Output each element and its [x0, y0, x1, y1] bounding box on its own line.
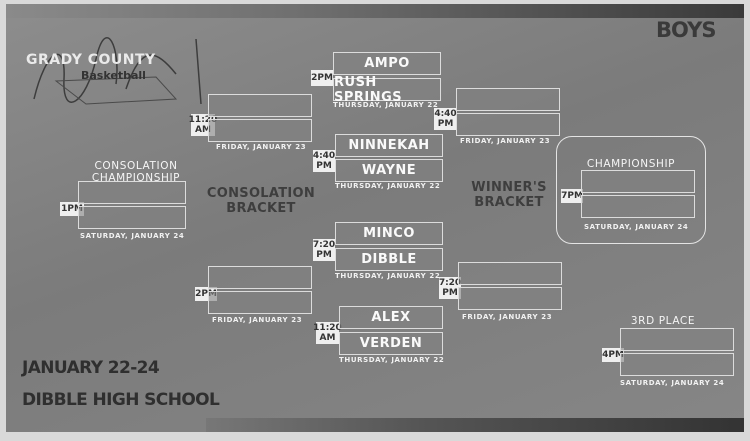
championship-slot-b	[581, 195, 695, 218]
logo: GRADY COUNTY Basketball	[26, 29, 226, 109]
winners-semi-top-slot-a	[456, 88, 560, 111]
consolation-semi-top-slot-b	[208, 119, 312, 142]
third-place-slot-b	[620, 353, 734, 376]
game4-date: THURSDAY, JANUARY 22	[339, 356, 445, 364]
game2-time: 4:40 PM	[312, 150, 336, 172]
consolation-final-date: SATURDAY, JANUARY 24	[80, 232, 185, 240]
event-venue: DIBBLE HIGH SCHOOL	[22, 390, 220, 410]
championship-date: SATURDAY, JANUARY 24	[584, 223, 689, 231]
third-place-slot-a	[620, 328, 734, 351]
winners-semi-top-date: FRIDAY, JANUARY 23	[460, 137, 551, 145]
team-rush-springs: RUSH SPRINGS	[333, 75, 441, 105]
team-ninnekah: NINNEKAH	[335, 134, 443, 157]
championship-label: CHAMPIONSHIP	[586, 158, 676, 170]
logo-line1: GRADY COUNTY	[26, 52, 156, 68]
top-stripe	[6, 4, 744, 18]
team-minco: MINCO	[335, 222, 443, 245]
game3-date: THURSDAY, JANUARY 22	[335, 272, 441, 280]
team-verden: VERDEN	[339, 332, 443, 355]
consolation-final-slot-a	[78, 181, 186, 204]
consolation-semi-bottom-slot-b	[208, 291, 312, 314]
consolation-bracket-title: CONSOLATION BRACKET	[206, 186, 316, 216]
team-wayne: WAYNE	[335, 159, 443, 182]
game4-time: 11:20 AM	[313, 322, 342, 344]
championship-frame	[556, 136, 706, 244]
team-alex: ALEX	[339, 306, 443, 329]
winners-semi-bottom-time: 7:20 PM	[438, 277, 462, 299]
team-dibble: DIBBLE	[335, 248, 443, 271]
consolation-semi-top-date: FRIDAY, JANUARY 23	[216, 143, 307, 151]
logo-line2: Basketball	[81, 69, 146, 82]
third-place-date: SATURDAY, JANUARY 24	[620, 379, 725, 387]
signature-scribble-icon	[33, 37, 202, 105]
championship-slot-a	[581, 170, 695, 193]
winners-semi-top-slot-b	[456, 113, 560, 136]
team-ampo: AMPO	[333, 52, 441, 75]
winners-semi-bottom-slot-b	[458, 287, 562, 310]
game1-time: 2PM	[311, 70, 333, 86]
consolation-semi-bottom-slot-a	[208, 266, 312, 289]
consolation-final-slot-b	[78, 206, 186, 229]
winners-semi-bottom-slot-a	[458, 262, 562, 285]
game2-date: THURSDAY, JANUARY 22	[335, 182, 441, 190]
championship-time: 7PM	[561, 189, 583, 203]
event-dates: JANUARY 22-24	[22, 358, 160, 378]
winners-semi-top-time: 4:40 PM	[434, 108, 457, 130]
consolation-semi-top-slot-a	[208, 94, 312, 117]
third-place-label: 3RD PLACE	[630, 315, 696, 327]
game3-time: 7:20 PM	[312, 239, 336, 261]
bottom-stripe	[206, 418, 744, 432]
game1-date: THURSDAY, JANUARY 22	[333, 101, 439, 109]
winners-bracket-title: WINNER'S BRACKET	[471, 180, 547, 210]
third-place-time: 4PM	[602, 348, 624, 362]
bracket-poster: BOYS GRADY COUNTY Basketball 2PM AMPO RU…	[6, 4, 744, 432]
winners-semi-bottom-date: FRIDAY, JANUARY 23	[462, 313, 553, 321]
consolation-semi-bottom-date: FRIDAY, JANUARY 23	[212, 316, 303, 324]
division-label: BOYS	[656, 18, 716, 42]
